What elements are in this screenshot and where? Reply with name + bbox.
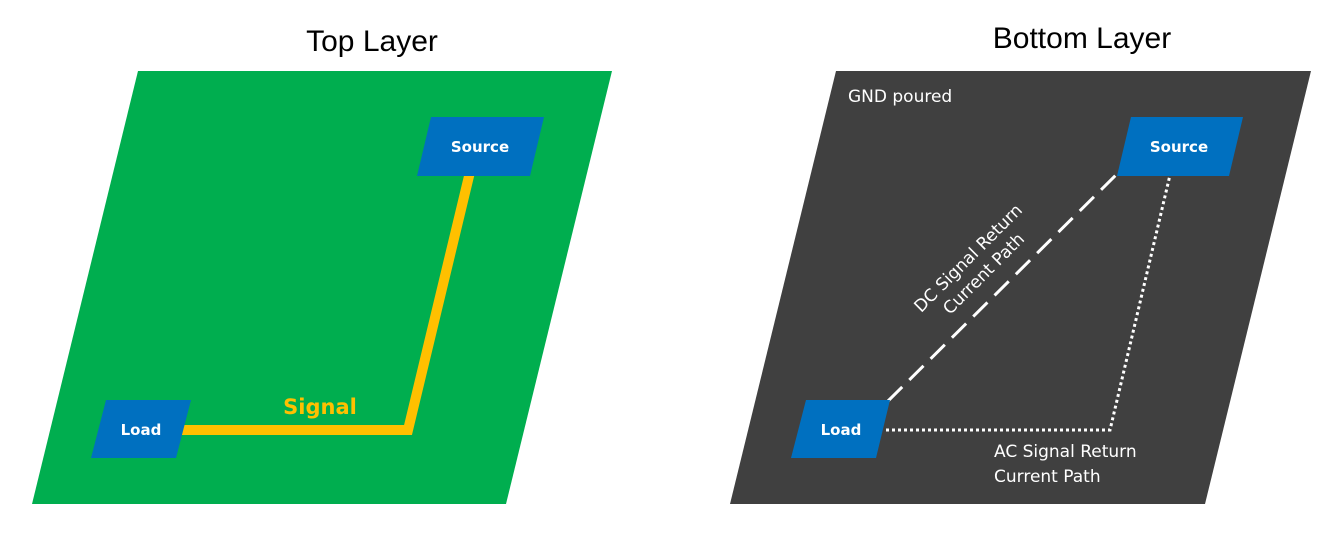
bottom-load-label: Load (821, 421, 862, 439)
top-load-label: Load (121, 421, 162, 439)
top-source-box (417, 117, 544, 176)
top-layer-title: Top Layer (306, 25, 438, 58)
bottom-source-box (1117, 117, 1243, 176)
signal-label: Signal (283, 395, 357, 419)
dc-return-path (886, 171, 1120, 403)
top-load-box (91, 400, 191, 458)
bottom-layer-title: Bottom Layer (993, 22, 1171, 55)
top-source-label: Source (451, 138, 509, 156)
signal-trace (180, 170, 475, 435)
bottom-board (730, 71, 1311, 504)
top-layer-panel: Top Layer Signal Source Load (32, 25, 612, 504)
gnd-poured-label: GND poured (848, 87, 952, 107)
bottom-layer-panel: Bottom Layer GND poured DC Signal Return… (730, 22, 1311, 504)
bottom-load-box (791, 400, 890, 458)
ac-path-label-line2: Current Path (994, 467, 1101, 487)
ac-return-path (886, 174, 1172, 432)
ac-path-label-line1: AC Signal Return (994, 442, 1137, 462)
bottom-source-label: Source (1150, 138, 1208, 156)
